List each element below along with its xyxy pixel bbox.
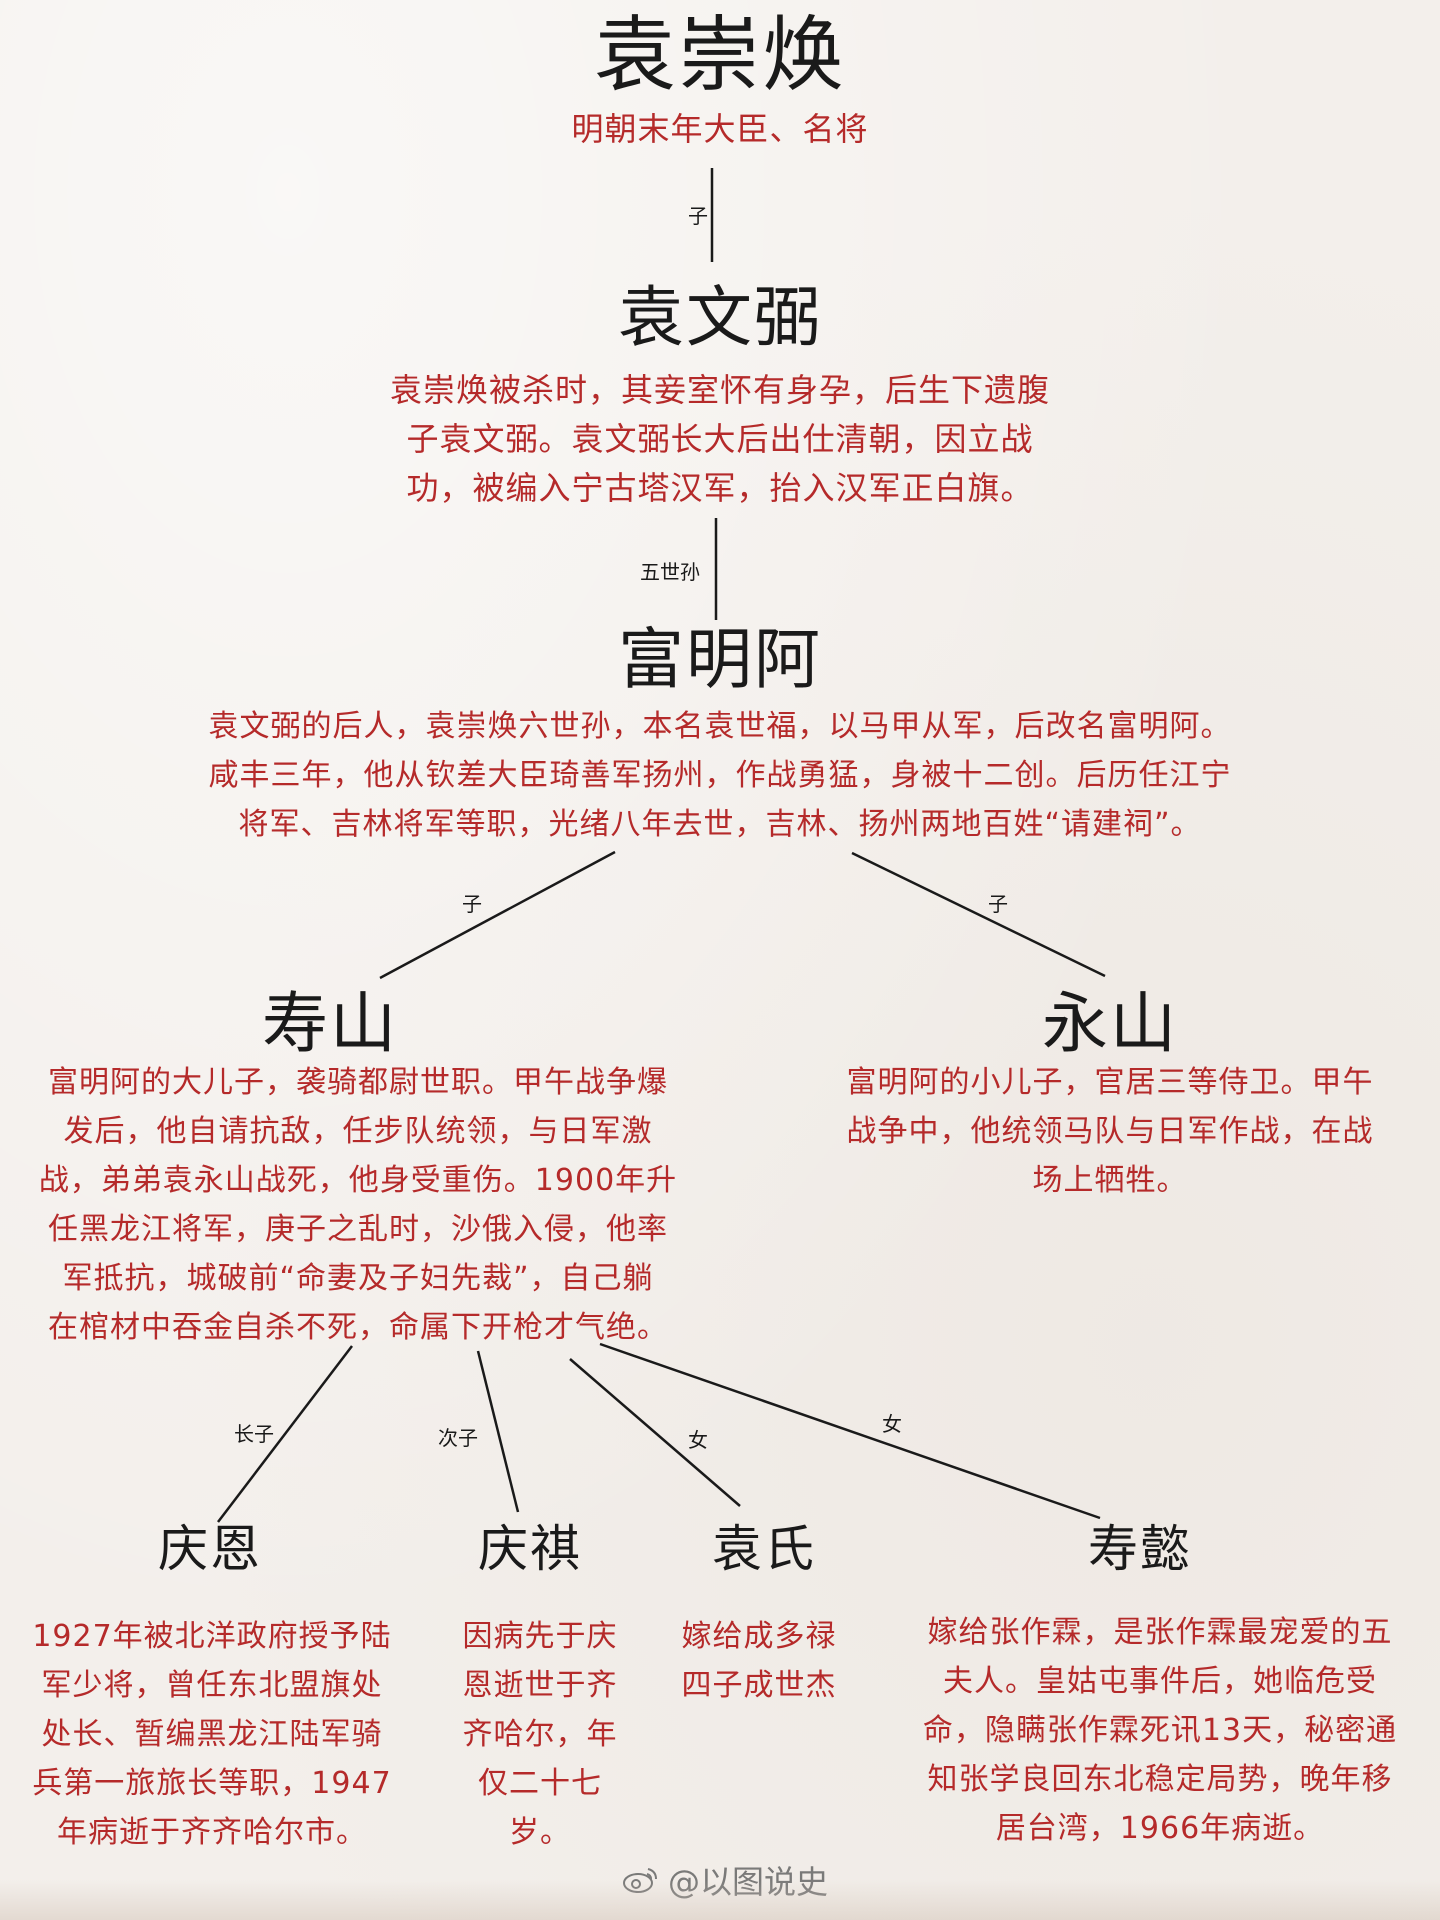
relation-label-yuanshi: 女 — [688, 1428, 708, 1452]
desc-line: 齐哈尔，年 — [462, 1717, 618, 1752]
desc-line: 将军、吉林将军等职，光绪八年去世，吉林、扬州两地百姓“请建祠”。 — [238, 807, 1202, 842]
link-gen3-shoushan — [379, 850, 616, 980]
desc-line: 功，被编入宁古塔汉军，抬入汉军正白旗。 — [406, 469, 1034, 507]
desc-line: 场上牺牲。 — [1032, 1163, 1188, 1198]
desc-line: 军少将，曾任东北盟旗处 — [41, 1668, 383, 1703]
desc-line: 富明阿的大儿子，袭骑都尉世职。甲午战争爆 — [48, 1065, 668, 1100]
desc-line: 年病逝于齐齐哈尔市。 — [57, 1815, 367, 1850]
desc-line: 处长、暂编黑龙江陆军骑 — [41, 1717, 383, 1752]
desc-line: 岁。 — [509, 1815, 571, 1850]
desc-line: 发后，他自请抗敌，任步队统领，与日军激 — [63, 1114, 653, 1149]
desc-line: 仅二十七 — [478, 1766, 602, 1801]
desc-line: 兵第一旅旅长等职，1947 — [32, 1766, 392, 1801]
desc-line: 夫人。皇姑屯事件后，她临危受 — [943, 1664, 1377, 1699]
node-shoushan-name: 寿山 — [262, 985, 398, 1062]
bottom-decorative-strip — [0, 1880, 1440, 1920]
relation-label-qingqi: 次子 — [438, 1426, 478, 1450]
desc-line: 四子成世杰 — [681, 1668, 837, 1703]
desc-line: 战争中，他统领马队与日军作战，在战 — [846, 1114, 1374, 1149]
relation-label-qingen: 长子 — [234, 1422, 274, 1446]
desc-line: 知张学良回东北稳定局势，晚年移 — [927, 1762, 1393, 1797]
relation-label-gen3: 五世孙 — [640, 560, 700, 584]
desc-line: 子袁文弼。袁文弼长大后出仕清朝，因立战 — [406, 420, 1034, 458]
relation-label-yongshan: 子 — [988, 892, 1008, 916]
desc-line: 战，弟弟袁永山战死，他身受重伤。1900年升 — [38, 1163, 678, 1198]
relation-label-shouyi: 女 — [882, 1412, 902, 1436]
desc-line: 命，隐瞒张作霖死讯13天，秘密通 — [922, 1713, 1398, 1748]
node-gen3-desc: 袁文弼的后人，袁崇焕六世孙，本名袁世福，以马甲从军，后改名富明阿。咸丰三年，他从… — [130, 702, 1310, 849]
desc-line: 任黑龙江将军，庚子之乱时，沙俄入侵，他率 — [48, 1212, 668, 1247]
desc-line: 袁崇焕被杀时，其妾室怀有身孕，后生下遗腹 — [389, 371, 1050, 409]
desc-line: 1927年被北洋政府授予陆 — [32, 1619, 392, 1654]
desc-line: 富明阿的小儿子，官居三等侍卫。甲午 — [846, 1065, 1374, 1100]
node-qingen-name: 庆恩 — [158, 1520, 262, 1578]
desc-line: 居台湾，1966年病逝。 — [995, 1811, 1325, 1846]
node-gen2-desc: 袁崇焕被杀时，其妾室怀有身孕，后生下遗腹子袁文弼。袁文弼长大后出仕清朝，因立战功… — [340, 366, 1100, 513]
desc-line: 嫁给成多禄 — [681, 1619, 837, 1654]
node-yongshan-name: 永山 — [1042, 985, 1178, 1062]
node-yongshan-desc: 富明阿的小儿子，官居三等侍卫。甲午战争中，他统领马队与日军作战，在战场上牺牲。 — [790, 1058, 1430, 1205]
node-shoushan-desc: 富明阿的大儿子，袭骑都尉世职。甲午战争爆发后，他自请抗敌，任步队统领，与日军激战… — [0, 1058, 716, 1352]
desc-line: 袁文弼的后人，袁崇焕六世孙，本名袁世福，以马甲从军，后改名富明阿。 — [208, 709, 1232, 744]
node-yuanshi-desc: 嫁给成多禄四子成世杰 — [654, 1612, 864, 1710]
node-gen3-name: 富明阿 — [618, 621, 822, 698]
desc-line: 恩逝世于齐 — [462, 1668, 618, 1703]
node-qingqi-name: 庆祺 — [478, 1520, 582, 1578]
link-shoushan-qingen — [217, 1345, 353, 1523]
desc-line: 军抵抗，城破前“命妻及子妇先裁”，自己躺 — [62, 1261, 654, 1296]
node-root-desc: 明朝末年大臣、名将 — [571, 110, 869, 148]
node-root-name: 袁崇焕 — [593, 8, 846, 103]
desc-line: 因病先于庆 — [462, 1619, 618, 1654]
desc-line: 在棺材中吞金自杀不死，命属下开枪才气绝。 — [48, 1310, 668, 1345]
relation-label-gen2: 子 — [688, 204, 708, 228]
link-shoushan-qingqi — [476, 1350, 520, 1513]
link-shoushan-yuanshi — [569, 1358, 741, 1507]
link-gen3-yongshan — [851, 851, 1106, 978]
node-shouyi-name: 寿懿 — [1088, 1520, 1192, 1578]
desc-line: 嫁给张作霖，是张作霖最宠爱的五 — [927, 1615, 1393, 1650]
link-shoushan-shouyi — [599, 1342, 1101, 1520]
relation-label-shoushan: 子 — [462, 892, 482, 916]
node-shouyi-desc: 嫁给张作霖，是张作霖最宠爱的五夫人。皇姑屯事件后，她临危受命，隐瞒张作霖死讯13… — [880, 1608, 1440, 1853]
node-gen2-name: 袁文弼 — [618, 279, 822, 356]
node-yuanshi-name: 袁氏 — [712, 1520, 816, 1578]
node-qingen-desc: 1927年被北洋政府授予陆军少将，曾任东北盟旗处处长、暂编黑龙江陆军骑兵第一旅旅… — [0, 1612, 424, 1857]
node-qingqi-desc: 因病先于庆恩逝世于齐齐哈尔，年仅二十七岁。 — [440, 1612, 640, 1857]
desc-line: 咸丰三年，他从钦差大臣琦善军扬州，作战勇猛，身被十二创。后历任江宁 — [208, 758, 1232, 793]
